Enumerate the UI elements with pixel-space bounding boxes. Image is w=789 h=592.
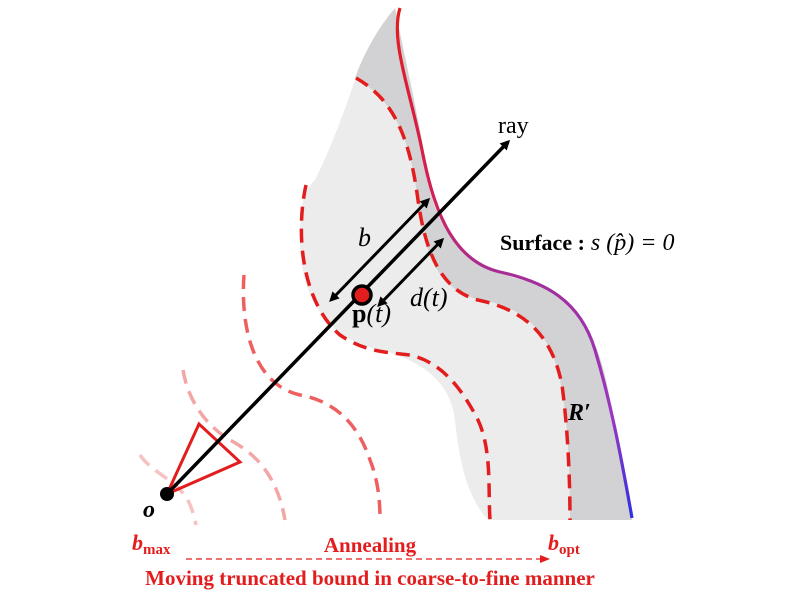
b-label: b xyxy=(358,223,371,252)
annealing-label: Annealing xyxy=(324,533,417,557)
surface-curve xyxy=(395,7,634,519)
d-double-arrow xyxy=(377,237,445,308)
ray-label: ray xyxy=(498,113,529,139)
d-of-t-label: d(t) xyxy=(410,283,448,312)
camera-frustum-icon xyxy=(164,421,243,497)
r-prime-label: R′ xyxy=(567,400,591,426)
b-opt-label: bopt xyxy=(548,530,580,558)
b-max-label: bmax xyxy=(132,530,171,558)
bound-r-prime xyxy=(355,76,572,521)
bound-coarse-1 xyxy=(241,274,382,521)
point-p-marker xyxy=(351,284,373,306)
ray-arrow xyxy=(165,139,511,496)
caption: Moving truncated bound in coarse-to-fine… xyxy=(145,566,595,590)
bound-current xyxy=(299,184,492,521)
bound-coarse-2 xyxy=(181,369,287,521)
bound-coarse-3 xyxy=(138,453,198,526)
surface-label: Surface :s (p̂) = 0 xyxy=(500,230,674,256)
origin-label: o xyxy=(143,497,155,523)
p-of-t-label: p(t) xyxy=(352,299,391,328)
origin-marker xyxy=(160,487,174,501)
